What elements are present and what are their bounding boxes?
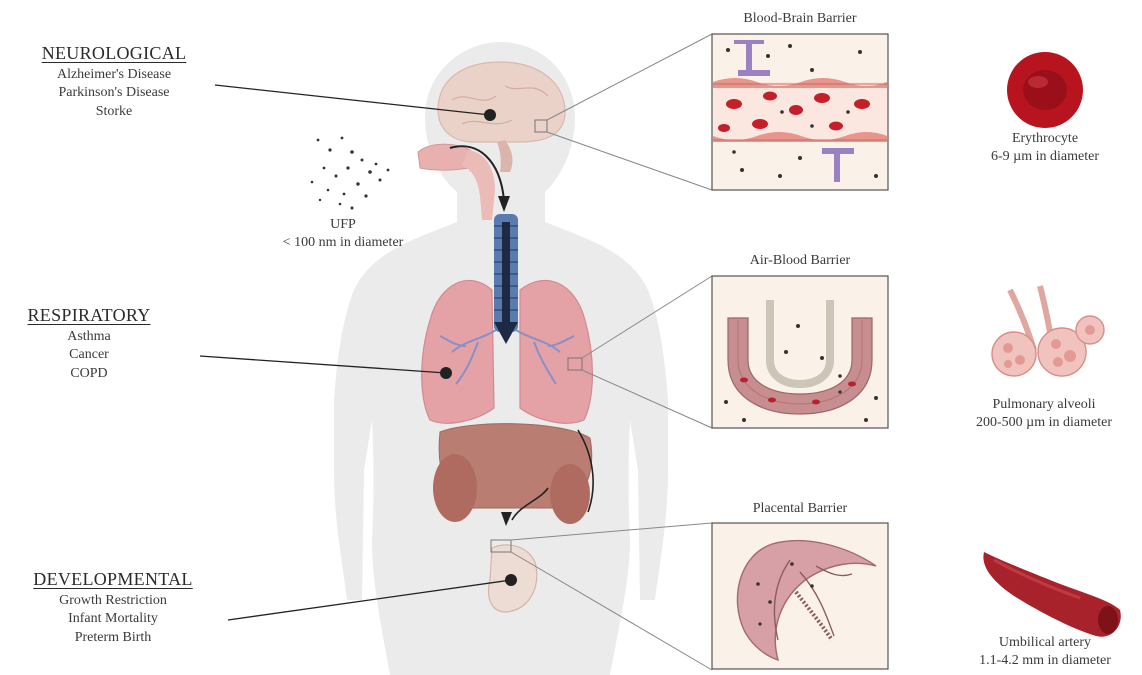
ufp-size: < 100 nm in diameter xyxy=(258,234,428,252)
abb-panel xyxy=(712,276,888,428)
umbilical-artery-image xyxy=(983,552,1120,637)
kidney-right xyxy=(550,464,590,524)
bbb-panel xyxy=(712,34,888,190)
neurological-heading: NEUROLOGICAL xyxy=(14,42,214,66)
respiratory-heading: RESPIRATORY xyxy=(0,304,178,328)
erythrocyte-image xyxy=(1007,52,1083,128)
ufp-label: UFP xyxy=(258,216,428,234)
ufp-caption: UFP < 100 nm in diameter xyxy=(258,216,428,253)
bbb-zoom-line-bottom xyxy=(547,132,712,190)
respiratory-item: Asthma xyxy=(0,328,178,346)
alveoli-caption: Pulmonary alveoli 200-500 µm in diameter xyxy=(946,396,1142,433)
developmental-item: Infant Mortality xyxy=(6,610,220,628)
pb-panel xyxy=(712,523,888,669)
erythrocyte-caption: Erythrocyte 6-9 µm in diameter xyxy=(960,130,1130,167)
alveoli-size: 200-500 µm in diameter xyxy=(946,414,1142,432)
erythrocyte-size: 6-9 µm in diameter xyxy=(960,148,1130,166)
particle-flow-shaft xyxy=(502,222,510,330)
neurological-item: Storke xyxy=(14,103,214,121)
developmental-item: Preterm Birth xyxy=(6,629,220,647)
neurological-item: Parkinson's Disease xyxy=(14,84,214,102)
erythrocyte-name: Erythrocyte xyxy=(960,130,1130,148)
ufp-particle-cloud xyxy=(311,137,390,210)
alveoli-image xyxy=(992,286,1104,376)
developmental-heading: DEVELOPMENTAL xyxy=(6,568,220,592)
umbilical-artery-name: Umbilical artery xyxy=(948,634,1142,652)
alveoli-name: Pulmonary alveoli xyxy=(946,396,1142,414)
developmental-item: Growth Restriction xyxy=(6,592,220,610)
umbilical-artery-size: 1.1-4.2 mm in diameter xyxy=(948,652,1142,670)
bbb-title: Blood-Brain Barrier xyxy=(712,10,888,28)
kidney-left xyxy=(433,454,477,522)
umbilical-artery-caption: Umbilical artery 1.1-4.2 mm in diameter xyxy=(948,634,1142,671)
neurological-item: Alzheimer's Disease xyxy=(14,66,214,84)
respiratory-item: Cancer xyxy=(0,346,178,364)
respiratory-group: RESPIRATORY Asthma Cancer COPD xyxy=(0,304,178,383)
respiratory-item: COPD xyxy=(0,365,178,383)
pb-title: Placental Barrier xyxy=(712,500,888,518)
neurological-group: NEUROLOGICAL Alzheimer's Disease Parkins… xyxy=(14,42,214,121)
bbb-zoom-line-top xyxy=(547,34,712,120)
abb-title: Air-Blood Barrier xyxy=(712,252,888,270)
developmental-group: DEVELOPMENTAL Growth Restriction Infant … xyxy=(6,568,220,647)
